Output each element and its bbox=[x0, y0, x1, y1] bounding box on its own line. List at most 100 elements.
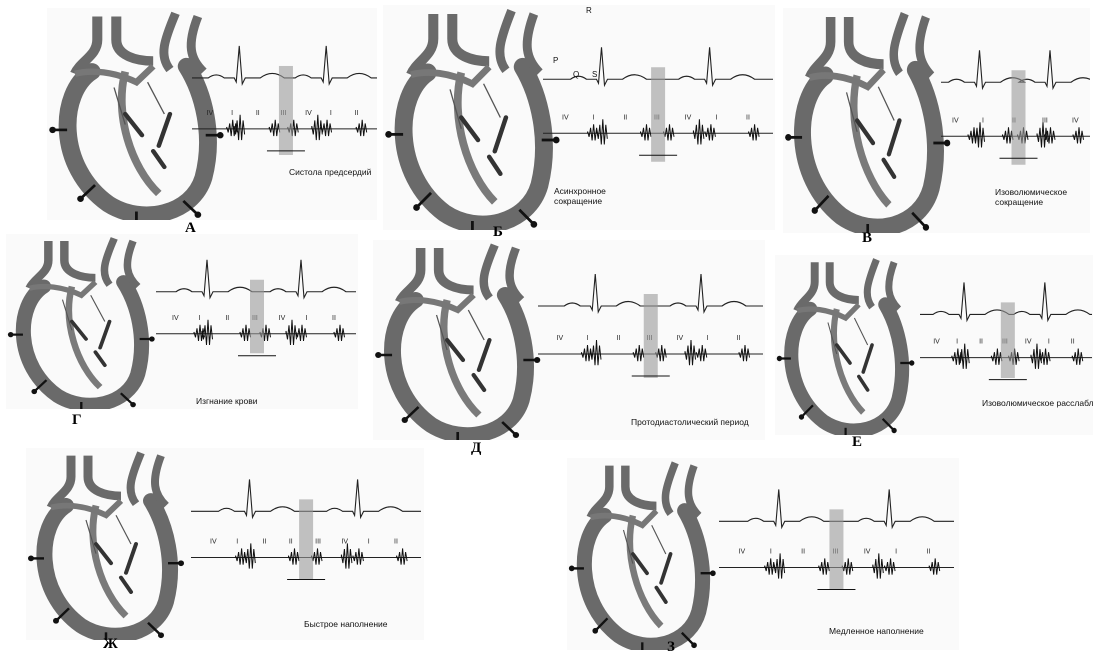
letter-z: З bbox=[667, 640, 675, 655]
sound-label: II bbox=[263, 538, 267, 545]
sound-label: IV bbox=[1025, 339, 1032, 346]
sound-label: II bbox=[737, 335, 741, 342]
vena-cava bbox=[30, 241, 96, 288]
caption-d: Протодиастолический период bbox=[631, 418, 749, 428]
caption-zh: Быстрое наполнение bbox=[304, 620, 388, 630]
sound-label: I bbox=[199, 315, 201, 322]
phase-band bbox=[644, 294, 658, 378]
heart-sound-burst bbox=[774, 553, 785, 578]
heart-sound-burst bbox=[341, 543, 352, 568]
arrowhead-icon bbox=[592, 628, 598, 634]
vena-cava bbox=[411, 14, 489, 75]
vena-cava bbox=[399, 248, 473, 302]
heart-sound-burst bbox=[1073, 127, 1084, 143]
sound-label: IV bbox=[557, 335, 564, 342]
arrowhead-icon bbox=[49, 127, 56, 133]
heart-sound-burst bbox=[633, 345, 644, 361]
heart-group bbox=[777, 260, 915, 436]
sound-label: IV bbox=[952, 117, 959, 124]
heart-group bbox=[375, 245, 540, 440]
heart-group bbox=[569, 463, 716, 650]
heart-diagram-v bbox=[783, 8, 963, 233]
caption-v: Изоволюмическое сокращение bbox=[995, 188, 1065, 208]
sound-label: IV bbox=[210, 538, 217, 545]
sound-label: I bbox=[895, 548, 897, 555]
heart-sound-burst bbox=[991, 349, 1002, 365]
sound-label: III bbox=[315, 538, 321, 545]
heart-sound-burst bbox=[334, 325, 345, 341]
sound-label: I bbox=[236, 538, 238, 545]
caption-e: Изоволюмическое расслабление bbox=[982, 399, 1093, 409]
phase-band bbox=[299, 499, 313, 580]
heart-sound-burst bbox=[397, 548, 408, 564]
heart-diagram-z bbox=[567, 458, 727, 650]
sound-label: IV bbox=[1072, 117, 1079, 124]
heart-sound-burst bbox=[356, 120, 367, 136]
sound-label: I bbox=[770, 548, 772, 555]
arrowhead-icon bbox=[8, 332, 14, 337]
arrowhead-icon bbox=[158, 632, 164, 638]
sound-label: II bbox=[256, 110, 260, 117]
sound-label: I bbox=[715, 114, 717, 121]
heart-sound-burst bbox=[693, 119, 704, 144]
sound-label: II bbox=[355, 110, 359, 117]
sound-label: IV bbox=[207, 110, 214, 117]
phase-band bbox=[1012, 70, 1026, 165]
heart-sound-burst bbox=[240, 325, 251, 341]
sound-label: I bbox=[305, 315, 307, 322]
ecg-trace-d: IVIIIIIIIVIII bbox=[538, 240, 763, 440]
letter-b: Б bbox=[493, 225, 503, 240]
ecg-trace-g: IVIIIIIIIVIII bbox=[156, 234, 356, 409]
phase-band bbox=[651, 67, 665, 162]
arrowhead-icon bbox=[130, 402, 136, 407]
heart-sound-burst bbox=[1037, 122, 1048, 147]
sound-label: II bbox=[394, 538, 398, 545]
heart-diagram-g bbox=[6, 234, 166, 409]
sound-label: I bbox=[587, 335, 589, 342]
arrowhead-icon bbox=[31, 389, 37, 394]
arrowhead-icon bbox=[77, 196, 84, 202]
panel-b: IVIIIIIIIVIII R P Q S Асинхронное сокращ… bbox=[383, 5, 775, 230]
panel-v: IVIIIIIIIV Изоволюмическое сокращение bbox=[783, 8, 1090, 233]
arrowhead-icon bbox=[691, 642, 697, 648]
ecg-trace-a: IVIIIIIIIVIII bbox=[192, 8, 377, 220]
arrowhead-icon bbox=[513, 432, 519, 438]
sound-label: I bbox=[231, 110, 233, 117]
arrowhead-icon bbox=[178, 560, 184, 566]
sound-label: I bbox=[982, 117, 984, 124]
heart-diagram-zh bbox=[26, 448, 196, 640]
sound-label: II bbox=[801, 548, 805, 555]
caption-g: Изгнание крови bbox=[196, 397, 258, 407]
arrowhead-icon bbox=[909, 360, 914, 365]
heart-sound-burst bbox=[296, 325, 307, 341]
sound-label: IV bbox=[739, 548, 746, 555]
vena-cava bbox=[797, 262, 859, 311]
letter-v: В bbox=[862, 231, 872, 246]
sound-label: II bbox=[623, 114, 627, 121]
arrowhead-icon bbox=[923, 224, 929, 231]
heart-sound-burst bbox=[289, 548, 300, 564]
vena-cava bbox=[51, 456, 121, 508]
sound-label: IV bbox=[172, 315, 179, 322]
phase-band bbox=[250, 280, 264, 354]
arrowhead-icon bbox=[812, 207, 818, 214]
sound-label: IV bbox=[933, 339, 940, 346]
heart-sound-burst bbox=[591, 340, 602, 365]
heart-sound-burst bbox=[974, 122, 985, 147]
sound-label: I bbox=[956, 339, 958, 346]
sound-label: IV bbox=[677, 335, 684, 342]
phase-band bbox=[829, 509, 843, 590]
heart-sound-burst bbox=[842, 558, 853, 574]
heart-sound-burst bbox=[749, 124, 760, 140]
panel-a: IVIIIIIIIVIII Систола предсердий bbox=[47, 8, 377, 220]
heart-sound-burst bbox=[739, 345, 750, 361]
panel-z: IVIIIIIIIVIII Медленное наполнение bbox=[567, 458, 959, 650]
heart-group bbox=[8, 238, 155, 409]
heart-sound-burst bbox=[286, 320, 297, 345]
arrowhead-icon bbox=[385, 131, 392, 138]
heart-sound-burst bbox=[696, 345, 707, 361]
letter-d: Д bbox=[471, 441, 481, 456]
heart-group bbox=[385, 11, 559, 230]
phase-band bbox=[1001, 302, 1015, 378]
